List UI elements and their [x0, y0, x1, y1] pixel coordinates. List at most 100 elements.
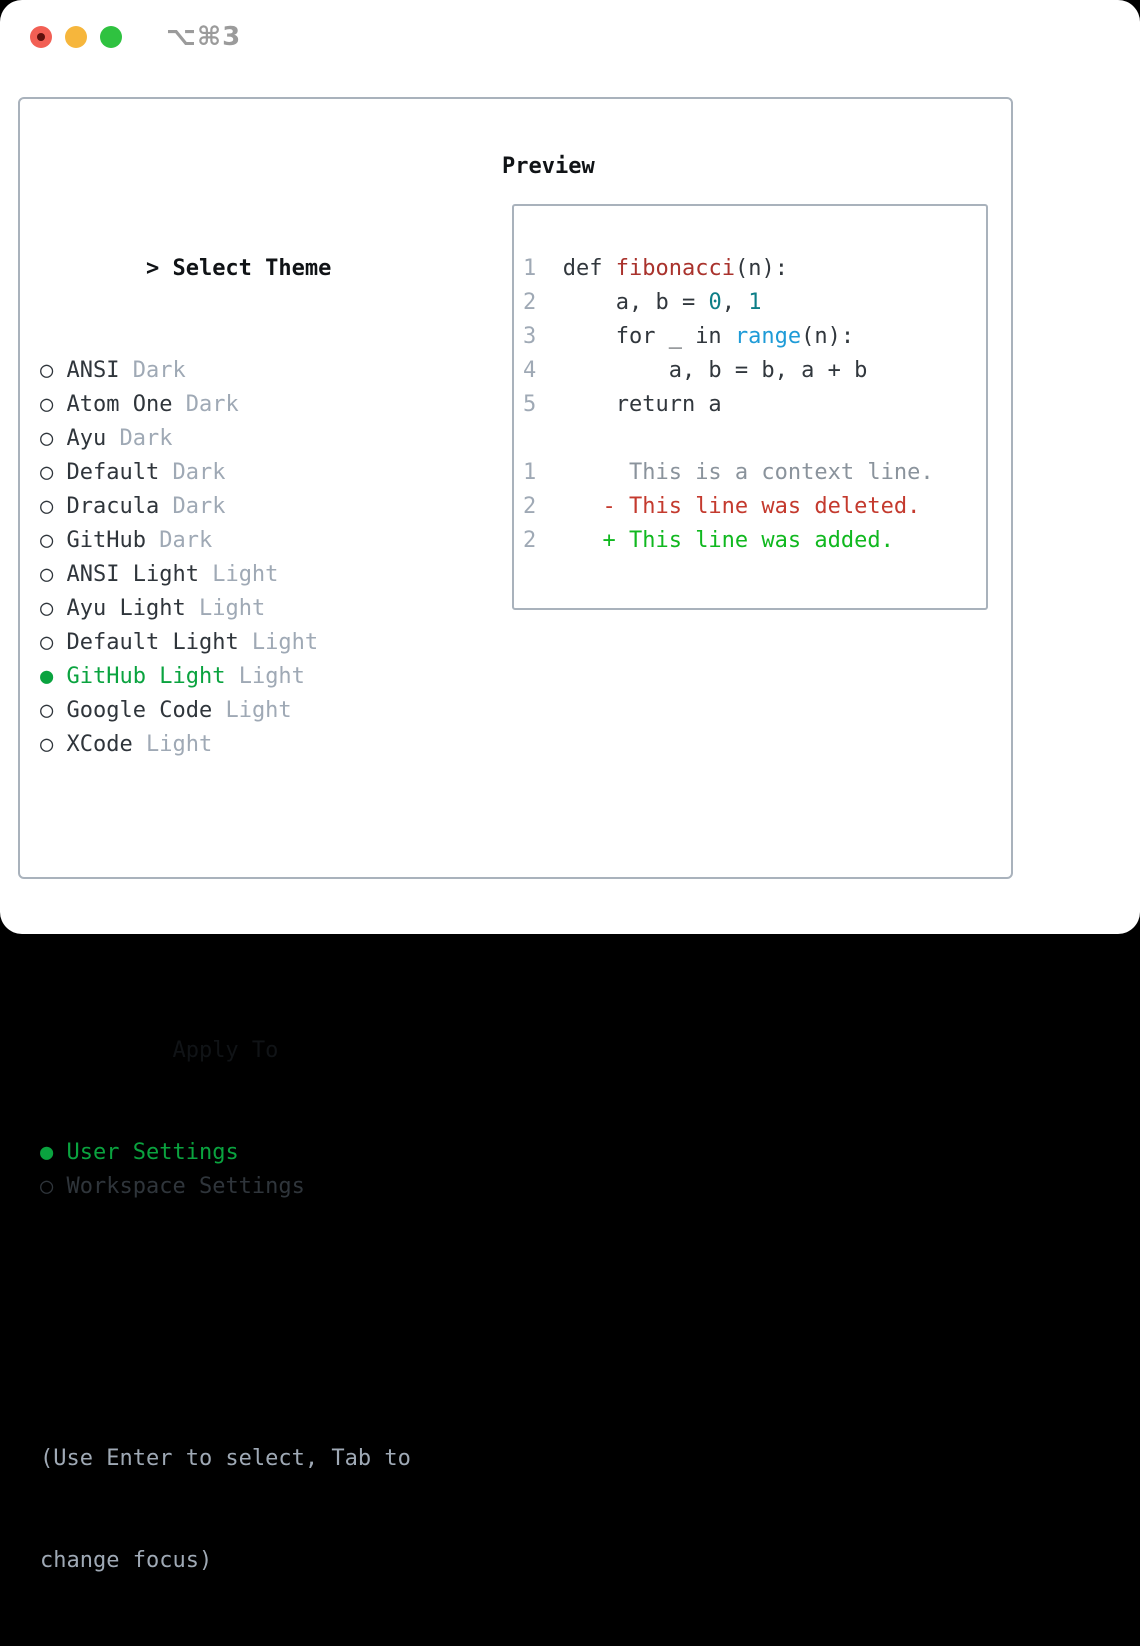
code-segment: (n):: [734, 256, 788, 281]
theme-name: ANSI: [66, 358, 120, 383]
code-segment: a, b = b, a + b: [536, 358, 868, 383]
code-segment: 0: [708, 290, 722, 315]
theme-variant: Light: [132, 732, 213, 757]
code-segment: This is a context line.: [536, 460, 934, 485]
radio-off-icon: ○: [40, 528, 67, 553]
spacer: [40, 864, 411, 898]
theme-item[interactable]: ○ Dracula Dark: [40, 490, 411, 524]
theme-item[interactable]: ○ Default Dark: [40, 456, 411, 490]
spacer: [40, 1306, 411, 1340]
prompt-caret-icon: >: [145, 256, 160, 281]
theme-name: Default Light: [66, 630, 239, 655]
theme-variant: Light: [238, 630, 319, 655]
theme-item[interactable]: ○ GitHub Dark: [40, 524, 411, 558]
theme-variant: Dark: [159, 460, 226, 485]
theme-name: GitHub Light: [66, 664, 226, 689]
theme-variant: Light: [185, 596, 266, 621]
select-theme-label: Select Theme: [172, 256, 332, 281]
theme-variant: Light: [225, 664, 305, 689]
theme-item[interactable]: ○ ANSI Light Light: [40, 558, 411, 592]
theme-column: >Select Theme ○ ANSI Dark○ Atom One Dark…: [40, 150, 411, 1646]
code-segment: 1: [748, 290, 762, 315]
code-segment: return a: [536, 392, 722, 417]
code-segment: ,: [721, 290, 749, 315]
hint-line-2: change focus): [40, 1548, 213, 1573]
radio-off-icon: ○: [40, 392, 67, 417]
theme-variant: Dark: [159, 494, 226, 519]
code-segment: for _ in: [536, 324, 735, 349]
code-segment: + This line was added.: [536, 528, 894, 553]
radio-off-icon: ○: [40, 494, 67, 519]
code-line: 1 def fibonacci(n):: [523, 252, 986, 286]
code-line: 1 This is a context line.: [523, 456, 986, 490]
line-number: 2: [523, 494, 537, 519]
radio-off-icon: ○: [40, 460, 67, 485]
window-shortcut-label: ⌥⌘3: [166, 22, 242, 52]
theme-item[interactable]: ○ Ayu Dark: [40, 422, 411, 456]
code-line: 4 a, b = b, a + b: [523, 354, 986, 388]
radio-off-icon: ○: [40, 562, 67, 587]
preview-title: Preview: [502, 154, 595, 179]
code-segment: range: [734, 324, 802, 349]
radio-off-icon: ○: [40, 426, 67, 451]
theme-item[interactable]: ○ Default Light Light: [40, 626, 411, 660]
apply-to-header: Apply To: [40, 1000, 411, 1063]
code-segment: (n):: [801, 324, 855, 349]
code-segment: a, b =: [536, 290, 709, 315]
theme-name: Ayu Light: [66, 596, 186, 621]
apply-to-list: ● User Settings○ Workspace Settings: [40, 1136, 411, 1204]
theme-item[interactable]: ○ Ayu Light Light: [40, 592, 411, 626]
select-theme-header: > Select Theme: [40, 218, 411, 281]
apply-to-option-label: User Settings: [66, 1140, 239, 1165]
theme-name: Google Code: [66, 698, 213, 723]
code-line: 2 + This line was added.: [523, 524, 986, 558]
theme-list: ○ ANSI Dark○ Atom One Dark○ Ayu Dark○ De…: [40, 354, 411, 762]
theme-item[interactable]: ● GitHub Light Light: [40, 660, 411, 694]
app-window: ⌥⌘3 >Select Theme ○ ANSI Dark○ Atom One …: [0, 0, 1140, 1573]
theme-variant: Dark: [106, 426, 173, 451]
close-button[interactable]: [30, 26, 52, 48]
radio-on-icon: ●: [40, 1140, 67, 1165]
zoom-button[interactable]: [100, 26, 122, 48]
line-number: 1: [523, 460, 537, 485]
theme-variant: Light: [198, 562, 279, 587]
theme-name: Default: [66, 460, 160, 485]
code-line: 2 - This line was deleted.: [523, 490, 986, 524]
code-segment: def: [536, 256, 616, 281]
radio-off-icon: ○: [40, 630, 67, 655]
apply-to-option[interactable]: ○ Workspace Settings: [40, 1170, 411, 1204]
apply-to-option[interactable]: ● User Settings: [40, 1136, 411, 1170]
radio-off-icon: ○: [40, 358, 67, 383]
line-number: 2: [523, 528, 537, 553]
code-line: 5 return a: [523, 388, 986, 422]
theme-name: GitHub: [66, 528, 146, 553]
theme-name: Ayu: [66, 426, 107, 451]
line-number: 3: [523, 324, 537, 349]
apply-to-label: Apply To: [172, 1038, 279, 1063]
line-number: 1: [523, 256, 537, 281]
code-segment: - This line was deleted.: [536, 494, 921, 519]
theme-variant: Dark: [119, 358, 186, 383]
close-dot-icon: [37, 33, 45, 41]
theme-item[interactable]: ○ ANSI Dark: [40, 354, 411, 388]
apply-to-option-label: Workspace Settings: [66, 1174, 305, 1199]
theme-item[interactable]: ○ Atom One Dark: [40, 388, 411, 422]
radio-off-icon: ○: [40, 1174, 67, 1199]
theme-name: Atom One: [66, 392, 173, 417]
theme-name: ANSI Light: [66, 562, 199, 587]
code-line: 2 a, b = 0, 1: [523, 286, 986, 320]
code-line: 3 for _ in range(n):: [523, 320, 986, 354]
radio-on-icon: ●: [40, 664, 67, 689]
line-number: 2: [523, 290, 537, 315]
radio-off-icon: ○: [40, 732, 67, 757]
theme-name: Dracula: [66, 494, 160, 519]
hint-line-1: (Use Enter to select, Tab to: [40, 1446, 411, 1471]
minimize-button[interactable]: [65, 26, 87, 48]
line-number: 5: [523, 392, 537, 417]
radio-off-icon: ○: [40, 698, 67, 723]
theme-item[interactable]: ○ Google Code Light: [40, 694, 411, 728]
blank-line: [523, 422, 986, 456]
theme-item[interactable]: ○ XCode Light: [40, 728, 411, 762]
